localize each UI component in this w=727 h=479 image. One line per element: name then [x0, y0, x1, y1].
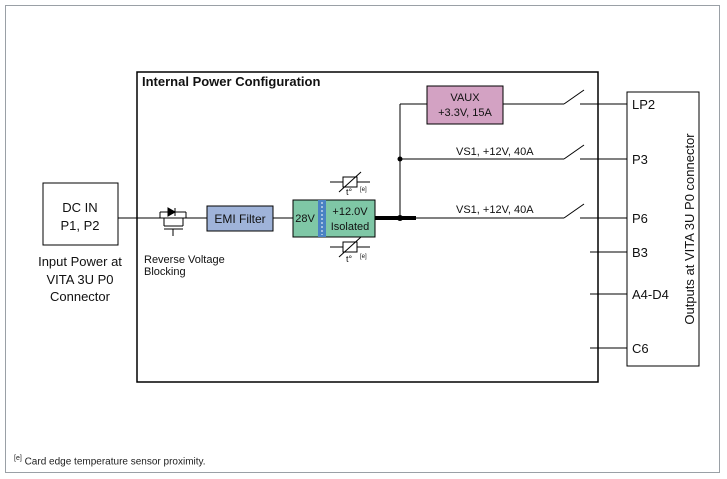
- internal-config-box: [136, 71, 599, 383]
- input-caption-line1: Input Power at: [38, 254, 122, 269]
- rail-p3-label: VS1, +12V, 40A: [456, 146, 534, 158]
- vaux-label: VAUX: [450, 92, 480, 104]
- footnote-text: Card edge temperature sensor proximity.: [21, 456, 206, 468]
- emi-filter-label: EMI Filter: [214, 212, 265, 226]
- vaux-rating: +3.3V, 15A: [438, 107, 492, 119]
- input-caption-line2: VITA 3U P0: [47, 272, 114, 287]
- thermistor-top-icon: [330, 171, 370, 193]
- thermistor-bottom-note: [e]: [360, 254, 367, 260]
- dc-in-label: DC IN: [62, 200, 97, 215]
- input-caption-line3: Connector: [50, 289, 111, 304]
- thermistor-bottom-icon: [330, 236, 370, 258]
- reverse-voltage-mosfet-icon: [159, 207, 187, 236]
- converter-isolated-label: Isolated: [331, 221, 370, 233]
- dc-in-pins-label: P1, P2: [60, 218, 99, 233]
- reverse-voltage-label-line1: Reverse Voltage: [144, 254, 225, 266]
- pin-p3: P3: [632, 152, 648, 167]
- pin-c6: C6: [632, 341, 649, 356]
- thermistor-top-symbol: t°: [346, 187, 353, 197]
- thermistor-top-note: [e]: [360, 187, 367, 193]
- pin-b3: B3: [632, 245, 648, 260]
- converter-input-voltage: 28V: [295, 213, 315, 225]
- footnote: [e] Card edge temperature sensor proximi…: [14, 455, 206, 467]
- pin-lp2: LP2: [632, 97, 655, 112]
- figure-frame: [5, 5, 720, 473]
- converter-box: [292, 199, 376, 238]
- pin-a4-d4: A4-D4: [632, 287, 669, 302]
- converter-output-voltage: +12.0V: [332, 206, 368, 218]
- p6-switch-icon: [416, 203, 627, 219]
- pin-p6: P6: [632, 211, 648, 226]
- lp2-switch-icon: [503, 89, 627, 105]
- dc-in-box: [42, 182, 119, 246]
- p3-switch-icon: [400, 144, 627, 160]
- footnote-marker: [e]: [14, 455, 22, 462]
- outputs-title: Outputs at VITA 3U P0 connector: [682, 133, 697, 325]
- reverse-voltage-label-line2: Blocking: [144, 266, 186, 278]
- vaux-box: [426, 85, 504, 125]
- output-connector-box: [626, 91, 700, 367]
- internal-config-title: Internal Power Configuration: [142, 74, 320, 89]
- rail-p6-label: VS1, +12V, 40A: [456, 204, 534, 216]
- thermistor-bottom-symbol: t°: [346, 254, 353, 264]
